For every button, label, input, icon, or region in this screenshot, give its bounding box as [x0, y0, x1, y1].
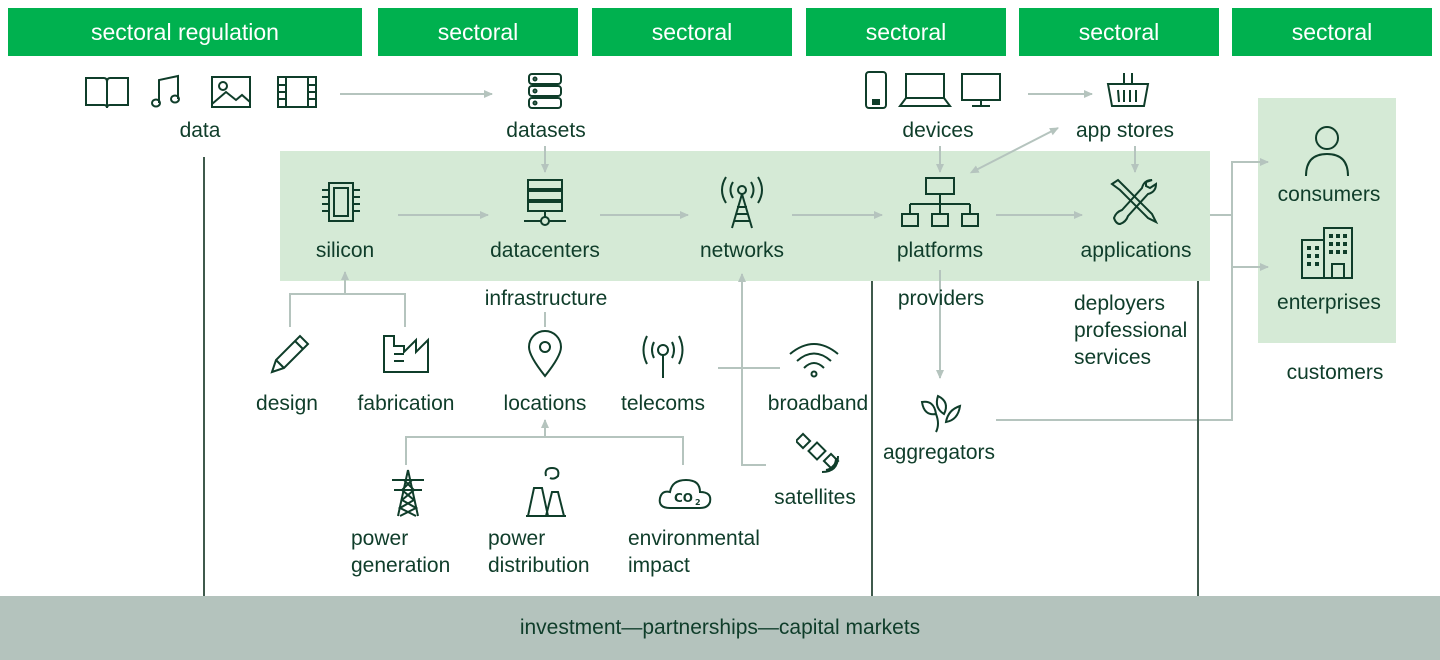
svg-text:CO: CO — [674, 491, 693, 505]
label-platforms: platforms — [896, 239, 984, 262]
label-devices: devices — [902, 119, 974, 142]
laptop-icon — [898, 72, 952, 108]
label-networks: networks — [699, 239, 785, 262]
label-infrastructure: infrastructure — [484, 287, 608, 310]
chip-icon — [320, 180, 362, 224]
arrow-aggregators-customers — [996, 267, 1233, 421]
monitor-icon — [960, 72, 1002, 110]
wifi-icon — [788, 340, 840, 380]
header-sectoral-1: sectoral — [378, 8, 578, 56]
power-plant-icon — [524, 466, 568, 518]
svg-text:2: 2 — [695, 498, 701, 507]
header-sectoral-3: sectoral — [806, 8, 1006, 56]
server-network-icon — [522, 178, 568, 228]
label-app-stores: app stores — [1075, 119, 1175, 142]
label-broadband: broadband — [767, 392, 869, 415]
footer-bar: investment—partnerships—capital markets — [0, 596, 1440, 660]
co2-cloud-icon: CO 2 — [656, 474, 714, 512]
arrow-platforms-appstores — [969, 127, 1059, 174]
label-power-generation-1: power — [351, 527, 409, 550]
antenna-tower-icon — [712, 174, 772, 230]
music-note-icon — [150, 74, 182, 110]
pencil-icon — [268, 332, 312, 376]
org-chart-icon — [900, 176, 980, 230]
office-building-icon — [1300, 226, 1354, 280]
arrow-to-networks — [738, 273, 766, 466]
bracket-design-fabrication — [289, 293, 406, 327]
label-deployers: deployers — [1074, 292, 1166, 315]
label-providers: providers — [897, 287, 985, 310]
header-label: sectoral regulation — [91, 18, 279, 45]
map-pin-icon — [526, 330, 564, 378]
person-icon — [1302, 124, 1352, 178]
header-sectoral-4: sectoral — [1019, 8, 1219, 56]
film-icon — [276, 74, 318, 110]
label-services: services — [1074, 346, 1152, 369]
label-environmental-impact-1: environmental — [628, 527, 760, 550]
header-label: sectoral — [437, 18, 519, 45]
label-customers: customers — [1286, 361, 1384, 384]
label-power-distribution-2: distribution — [488, 554, 590, 577]
header-label: sectoral — [865, 18, 947, 45]
book-icon — [84, 74, 130, 110]
satellite-icon — [796, 430, 840, 474]
header-label: sectoral — [1078, 18, 1160, 45]
label-environmental-impact-2: impact — [628, 554, 690, 577]
label-telecoms: telecoms — [620, 392, 706, 415]
label-enterprises: enterprises — [1277, 291, 1381, 314]
label-satellites: satellites — [774, 486, 856, 509]
phone-icon — [862, 70, 890, 110]
pylon-icon — [388, 468, 428, 518]
label-silicon: silicon — [315, 239, 375, 262]
label-professional: professional — [1074, 319, 1188, 342]
label-datasets: datasets — [506, 119, 586, 142]
customers-band — [1258, 98, 1396, 343]
datasets-icon — [526, 72, 564, 112]
label-power-generation-2: generation — [351, 554, 451, 577]
label-fabrication: fabrication — [357, 392, 455, 415]
header-sectoral-2: sectoral — [592, 8, 792, 56]
label-power-distribution-1: power — [488, 527, 546, 550]
header-label: sectoral — [651, 18, 733, 45]
label-locations: locations — [503, 392, 587, 415]
label-design: design — [256, 392, 318, 415]
arrow-to-consumers — [1210, 158, 1269, 216]
tools-icon — [1108, 176, 1160, 228]
radio-tower-icon — [636, 332, 690, 380]
basket-icon — [1106, 70, 1150, 110]
factory-icon — [382, 334, 430, 374]
bracket-power — [405, 436, 684, 465]
label-aggregators: aggregators — [882, 441, 996, 464]
footer-text: investment—partnerships—capital markets — [519, 616, 921, 639]
label-consumers: consumers — [1277, 183, 1381, 206]
header-sectoral-regulation: sectoral regulation — [8, 8, 362, 56]
header-sectoral-5: sectoral — [1232, 8, 1432, 56]
header-label: sectoral — [1291, 18, 1373, 45]
image-icon — [210, 74, 252, 110]
leaves-icon — [918, 394, 964, 434]
label-datacenters: datacenters — [490, 239, 600, 262]
label-data: data — [179, 119, 221, 142]
label-applications: applications — [1080, 239, 1192, 262]
